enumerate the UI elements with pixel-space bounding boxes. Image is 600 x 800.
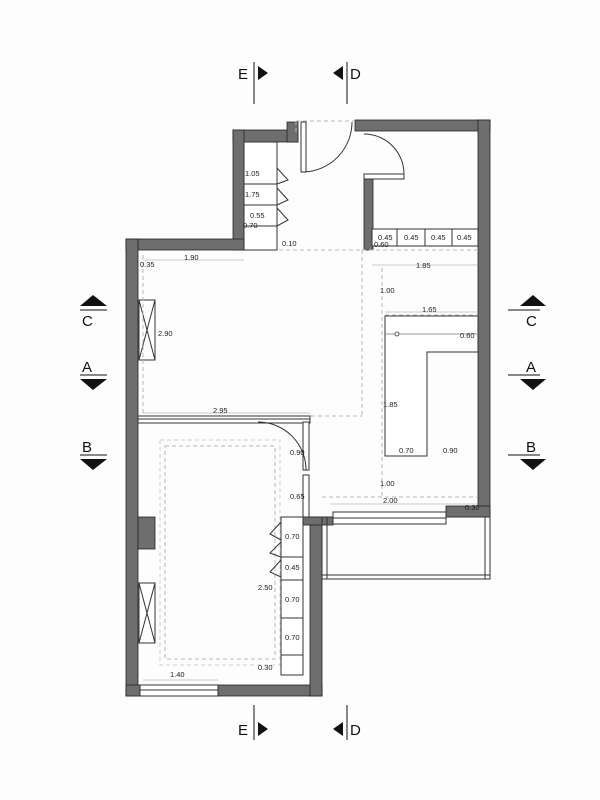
dim-0-70-c4: 0.70 [285,633,300,642]
dimension-labels: 1.05 1.75 0.55 0.70 0.10 0.35 1.90 2.90 … [140,169,480,679]
dim-0-45-c2: 0.45 [285,563,300,572]
arrow-d-bottom-icon [333,722,343,736]
dim-0-55: 0.55 [250,211,265,220]
section-label-e-bottom: E [238,722,248,739]
left-window-lower [138,582,156,644]
dim-0-45-c: 0.45 [431,233,446,242]
bottom-window [139,684,219,697]
arrow-a-right-icon [520,379,546,390]
lower-wardrobe [269,516,304,676]
dim-2-95: 2.95 [213,406,228,415]
dim-0-35: 0.35 [140,260,155,269]
wall-left-outer [125,238,139,697]
left-window-upper [138,299,156,361]
kitchen-counter [371,228,479,247]
dim-1-85-top: 1.85 [416,261,431,270]
arrow-e-top-icon [258,66,268,80]
dim-2-00: 2.00 [383,496,398,505]
dim-0-70-top: 0.70 [243,221,258,230]
dimension-lines [143,259,478,681]
section-label-a-right: A [526,359,536,376]
section-label-b-left: B [82,439,92,456]
dim-1-90: 1.90 [184,253,199,262]
dim-1-65: 1.65 [422,305,437,314]
balcony [321,516,491,580]
section-label-d-top: D [350,66,361,83]
dim-0-70-mid: 0.70 [399,446,414,455]
dim-2-50: 2.50 [258,583,273,592]
arrow-a-left-icon [80,379,107,390]
section-label-e-top: E [238,66,248,83]
wall-bottom-left [125,684,141,697]
kitchen-island [384,315,479,457]
wall-top-right [354,119,491,132]
wall-top-left-vertical [232,129,245,251]
dim-0-45-a: 0.45 [378,233,393,242]
dim-0-70-c3: 0.70 [285,595,300,604]
dim-0-45-b: 0.45 [404,233,419,242]
section-label-b-right: B [526,439,536,456]
bedroom-door [257,421,310,471]
dim-1-00-top: 1.00 [380,286,395,295]
wall-top-left-stub [286,121,299,143]
dim-2-90: 2.90 [158,329,173,338]
dim-0-60-top: 0.60 [374,240,389,249]
section-label-d-bottom: D [350,722,361,739]
dim-1-05: 1.05 [245,169,260,178]
dim-0-60-island: 0.60 [460,331,475,340]
section-lines [80,62,540,740]
dim-0-10: 0.10 [282,239,297,248]
entry-door [300,121,353,173]
walls [125,119,491,697]
dim-1-85-mid: 1.85 [383,400,398,409]
wall-left-pier [137,516,156,550]
arrow-b-left-icon [80,459,107,470]
section-label-a-left: A [82,359,92,376]
dim-0-90-door: 0.90 [290,448,305,457]
bed-outline [164,445,276,660]
arrow-b-right-icon [520,459,546,470]
arrow-c-right-icon [520,295,546,306]
wall-lower-ledge [299,516,334,526]
wall-bottom [217,684,323,697]
dim-0-30-bottom: 0.30 [258,663,273,672]
sliding-partition [137,415,311,424]
dim-1-40: 1.40 [170,670,185,679]
wall-lower-right [309,516,323,697]
dashed-guides [142,120,478,666]
sink-drain-icon [394,331,400,337]
dim-1-75: 1.75 [245,190,260,199]
dim-0-65: 0.65 [290,492,305,501]
wall-right-outer [477,119,491,518]
section-label-c-right: C [526,313,537,330]
dim-0-90-mid: 0.90 [443,446,458,455]
dim-0-70-c1: 0.70 [285,532,300,541]
upper-wardrobe [243,141,289,251]
arrow-d-top-icon [333,66,343,80]
bedroom-stub [302,474,310,518]
inner-door [363,133,405,180]
balcony-outline [321,516,491,580]
arrow-e-bottom-icon [258,722,268,736]
section-label-c-left: C [82,313,93,330]
balcony-window [332,511,447,525]
wall-left-offset [125,238,245,251]
section-arrows [80,66,546,736]
dim-0-30-right: 0.30 [465,503,480,512]
dim-0-45-d: 0.45 [457,233,472,242]
arrow-c-left-icon [80,295,107,306]
dim-1-00-low: 1.00 [380,479,395,488]
